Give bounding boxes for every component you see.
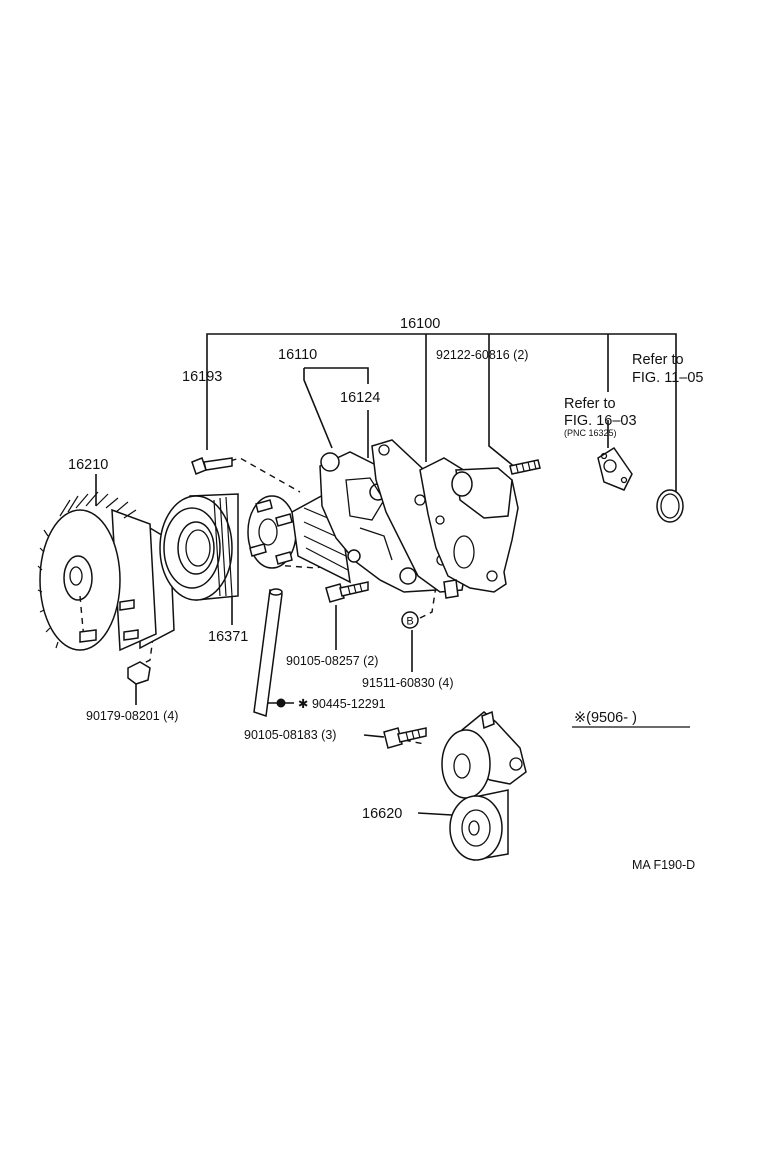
fan-coupling-studs — [79, 599, 139, 643]
date-note: ※(9506- ) — [574, 710, 637, 726]
tensioner-part[interactable] — [441, 710, 527, 861]
hub-studs — [249, 499, 293, 565]
bypass-hose-part[interactable] — [253, 588, 286, 717]
pump-housing-part[interactable] — [419, 457, 519, 599]
label-90105-08183[interactable]: 90105-08183 (3) — [244, 728, 336, 742]
ref-fig-16-03-line1[interactable]: Refer to — [564, 396, 616, 412]
ref-fig-11-05-line2[interactable]: FIG. 11–05 — [632, 370, 703, 386]
label-92122-60816[interactable]: 92122-60816 (2) — [436, 348, 528, 362]
fan-coupling-part[interactable] — [37, 491, 175, 652]
stud-16193-part[interactable] — [191, 457, 233, 475]
label-16210[interactable]: 16210 — [68, 457, 108, 473]
ref-pnc-16325: (PNC 16325) — [564, 428, 617, 438]
figure-code: MA F190-D — [632, 858, 695, 872]
label-16100[interactable]: 16100 — [400, 316, 440, 332]
label-16620[interactable]: 16620 — [362, 806, 402, 822]
bolt-08183-part[interactable] — [383, 727, 427, 749]
label-16371[interactable]: 16371 — [208, 629, 248, 645]
bolt-08257-part[interactable] — [325, 581, 369, 603]
label-90445-12291[interactable]: ✱ 90445-12291 — [298, 697, 386, 711]
fan-pulley-part[interactable] — [159, 493, 239, 601]
o-ring-part[interactable] — [656, 489, 684, 523]
flange-gasket-part[interactable] — [597, 446, 633, 491]
label-91511-60830[interactable]: 91511-60830 (4) — [362, 676, 454, 690]
label-16193[interactable]: 16193 — [182, 369, 222, 385]
ref-fig-16-03-line2[interactable]: FIG. 16–03 — [564, 413, 637, 429]
stud-bolt-part[interactable] — [509, 459, 541, 475]
label-16124[interactable]: 16124 — [340, 390, 380, 406]
label-90179-08201[interactable]: 90179-08201 (4) — [86, 709, 178, 723]
ref-fig-11-05-line1[interactable]: Refer to — [632, 352, 684, 368]
reference-notes: Refer to FIG. 11–05 Refer to FIG. 16–03 … — [564, 352, 703, 438]
marker-b-label: B — [406, 616, 413, 628]
label-16110[interactable]: 16110 — [278, 347, 317, 363]
nut-08201-part[interactable] — [127, 661, 151, 685]
marker-b: B — [401, 611, 419, 629]
label-90105-08257[interactable]: 90105-08257 (2) — [286, 654, 378, 668]
callout-labels: 16100 16110 16124 16193 16210 16371 1662… — [68, 316, 528, 822]
